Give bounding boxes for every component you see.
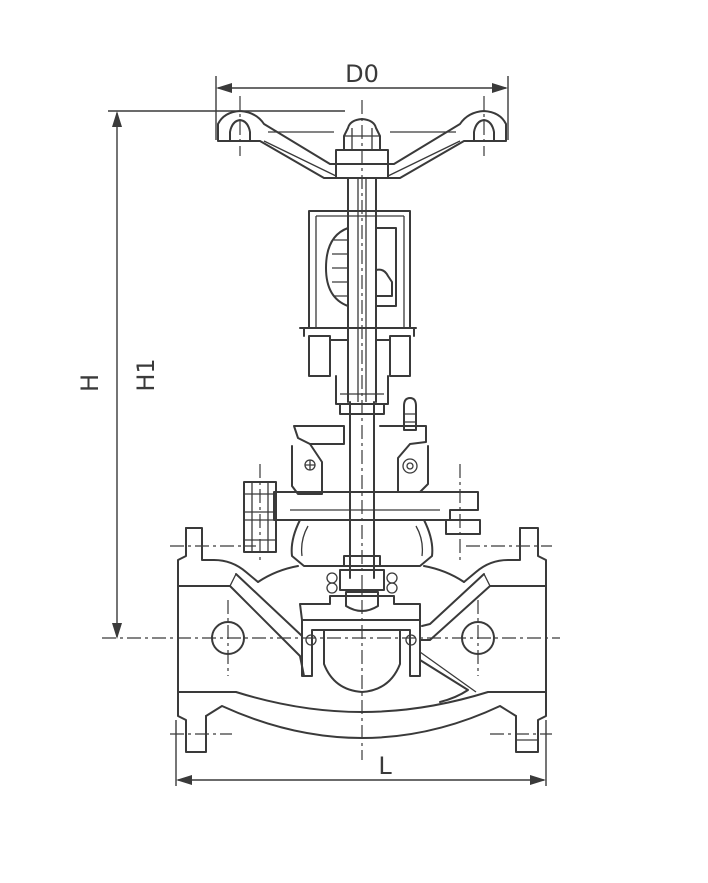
dimension-l: L	[175, 720, 547, 786]
stem	[347, 177, 377, 579]
label-l: L	[378, 752, 392, 780]
valve-body	[177, 527, 547, 753]
label-h1: H1	[132, 358, 160, 391]
label-h: H	[76, 374, 104, 392]
dimension-h: H H1	[76, 110, 345, 639]
yoke-housing	[299, 210, 417, 415]
label-d0: D0	[345, 60, 379, 88]
dimension-d0: D0	[215, 60, 509, 140]
handwheel	[217, 110, 507, 179]
disc-assembly	[299, 555, 421, 693]
center-lines	[102, 96, 560, 760]
